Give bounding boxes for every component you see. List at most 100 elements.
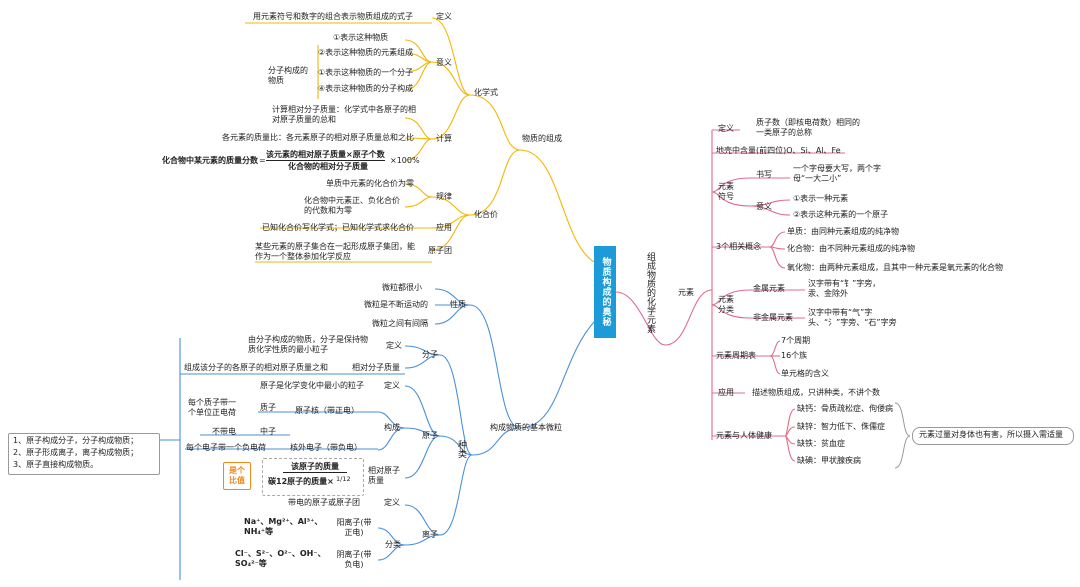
equals-sign: = (259, 156, 266, 165)
relmass-fraction: 1/12 (336, 475, 351, 483)
ion-def-label: 定义 (384, 498, 400, 507)
application-label: 应用 (718, 388, 734, 397)
molecule-label: 分子 (422, 350, 438, 359)
calc-rel-mass: 计算相对分子质量：化学式中各原子的相对原子质量的总和 (272, 105, 416, 124)
symbol-label: 元素符号 (718, 182, 734, 201)
property-1: 微粒都很小 (382, 283, 422, 292)
formula-meaning-label: 意义 (436, 58, 452, 67)
concepts-label: 3个相关概念 (716, 242, 762, 251)
neutron-note: 不带电 (212, 427, 236, 436)
property-label: 性质 (450, 300, 466, 309)
valence-rule-1: 单质中元素的化合价为零 (326, 179, 414, 188)
atom-def-label: 定义 (384, 381, 400, 390)
cation-examples: Na⁺、Mg²⁺、Al³⁺、NH₄⁺等 (244, 517, 323, 536)
property-2: 微粒是不断运动的 (364, 300, 428, 309)
symbol-meaning-2: ②表示这种元素的一个原子 (793, 210, 889, 219)
health-note-box (912, 427, 1074, 445)
molecule-def-text: 由分子构成的物质，分子是保持物质化学性质的最小粒子 (248, 335, 368, 354)
meaning-1: ①表示这种物质 (333, 33, 389, 42)
branch-element: 元素 (678, 288, 694, 297)
electron-note: 每个电子带一个负电荷 (186, 443, 266, 452)
metal-text: 汉字带有“钅”字旁，汞、金除外 (808, 279, 881, 298)
property-3: 微粒之间有间隔 (372, 319, 428, 328)
radical-text: 某些元素的原子集合在一起形成原子集团，能作为一个整体参加化学反应 (255, 242, 415, 261)
table-item-3: 单元格的含义 (781, 369, 829, 378)
ion-classify-label: 分类 (385, 540, 401, 549)
writing-text: 一个字母要大写，两个字母“一大二小” (793, 164, 881, 183)
anion-examples: Cl⁻、S²⁻、O²⁻、OH⁻、SO₄²⁻等 (235, 549, 326, 568)
atom-structure-label: 构成 (384, 423, 400, 432)
atom-label: 原子 (422, 431, 438, 440)
nonmetal-label: 非金属元素 (753, 313, 793, 322)
health-3: 缺铁：贫血症 (797, 439, 845, 448)
proton-note: 每个质子带一个单位正电荷 (188, 398, 236, 417)
application-text: 描述物质组成，只讲种类，不讲个数 (752, 388, 880, 397)
electron: 核外电子（带负电） (290, 443, 362, 452)
formula-label: 化学式 (474, 88, 498, 97)
health-4: 缺碘：甲状腺疾病 (797, 456, 861, 465)
formula-def-text: 用元素符号和数字的组合表示物质组成的式子 (253, 12, 413, 21)
valence-rule-2: 化合物中元素正、负化合价的代数和为零 (304, 196, 400, 215)
crust-elements: 地壳中含量(前四位)O、Si、Al、Fe (716, 146, 841, 155)
molecule-mass-text: 组成该分子的各原子的相对原子质量之和 (184, 363, 328, 372)
concept-2: 化合物：由不同种元素组成的纯净物 (787, 244, 915, 253)
valence-app-text: 已知化合价写化学式；已知化学式求化合价 (262, 223, 414, 232)
molecule-mass-label: 相对分子质量 (352, 363, 400, 372)
mass-fraction-denominator: 化合物的相对分子质量 (288, 162, 368, 171)
metal-label: 金属元素 (753, 284, 785, 293)
valence-label: 化合价 (474, 210, 498, 219)
atom-def-text: 原子是化学变化中最小的粒子 (260, 381, 364, 390)
formula-def-label: 定义 (436, 12, 452, 21)
molecule-def-label: 定义 (386, 341, 402, 350)
ratio-note: 是个比值 (229, 466, 245, 485)
valence-rule-label: 规律 (436, 192, 452, 201)
side-note-box (8, 433, 160, 475)
nucleus: 原子核（带正电） (295, 406, 359, 415)
calc-label: 计算 (436, 134, 452, 143)
meaning-2: ②表示这种物质的元素组成 (318, 48, 414, 57)
valence-app-label: 应用 (436, 223, 452, 232)
mass-fraction-numerator: 该元素的相对原子质量×原子个数 (266, 150, 385, 161)
writing-label: 书写 (756, 170, 772, 179)
center-topic: 物质构成的奥秘 (594, 246, 616, 338)
relmass-box (262, 458, 364, 496)
meaning-3: ①表示这种物质的一个分子 (318, 68, 414, 77)
calc-ratio: 各元素的质量比：各元素原子的相对原子质量总和之比 (222, 133, 414, 142)
branch-particles: 构成物质的基本微粒 (490, 423, 562, 432)
side-note-3: 3、原子直接构成物质。 (13, 460, 99, 469)
element-def-text: 质子数（即核电荷数）相同的一类原子的总称 (756, 118, 860, 137)
ratio-note-box (223, 462, 251, 490)
relmass-numerator: 该原子的质量 (283, 462, 347, 473)
symbol-meaning-1: ①表示一种元素 (793, 194, 849, 203)
radical-label: 原子团 (428, 246, 452, 255)
table-label: 元素周期表 (716, 351, 756, 360)
anion-label: 阴离子(带负电) (336, 550, 372, 569)
side-note-2: 2、原子形成离子，离子构成物质； (13, 448, 139, 457)
symbol-meaning-label: 意义 (756, 202, 772, 211)
health-2: 缺锌：智力低下、侏儒症 (797, 422, 885, 431)
table-item-1: 7个周期 (781, 336, 811, 345)
ion-def-text: 带电的原子或原子团 (288, 498, 360, 507)
health-1: 缺钙：骨质疏松症、佝偻病 (797, 404, 893, 413)
table-item-2: 16个族 (781, 351, 808, 360)
cation-label: 阳离子(带正电) (336, 518, 372, 537)
meaning-4: ④表示这种物质的分子构成 (318, 84, 414, 93)
relmass-denominator: 碳12原子的质量× (268, 477, 334, 486)
molecule-note: 分子构成的物质 (268, 66, 308, 85)
side-note-1: 1、原子构成分子，分子构成物质； (13, 436, 139, 445)
concept-1: 单质：由同种元素组成的纯净物 (787, 227, 899, 236)
mass-fraction-label: 化合物中某元素的质量分数 (162, 156, 258, 165)
kind-label: 种类 (456, 440, 466, 458)
classify-label: 元素分类 (718, 295, 734, 314)
health-label: 元素与人体健康 (716, 431, 772, 440)
nonmetal-text: 汉字中带有“气”字头、“氵”字旁、“石”字旁 (808, 308, 897, 327)
branch-composition: 物质的组成 (522, 134, 562, 143)
concept-3: 氧化物：由两种元素组成，且其中一种元素是氧元素的化合物 (787, 263, 1003, 272)
neutron: 中子 (260, 427, 276, 436)
right-side-label: 组成物质的化学元素 (645, 252, 655, 333)
ion-label: 离子 (422, 530, 438, 539)
health-note: 元素过量对身体也有害，所以摄入需适量 (919, 430, 1063, 439)
element-def-label: 定义 (718, 124, 734, 133)
